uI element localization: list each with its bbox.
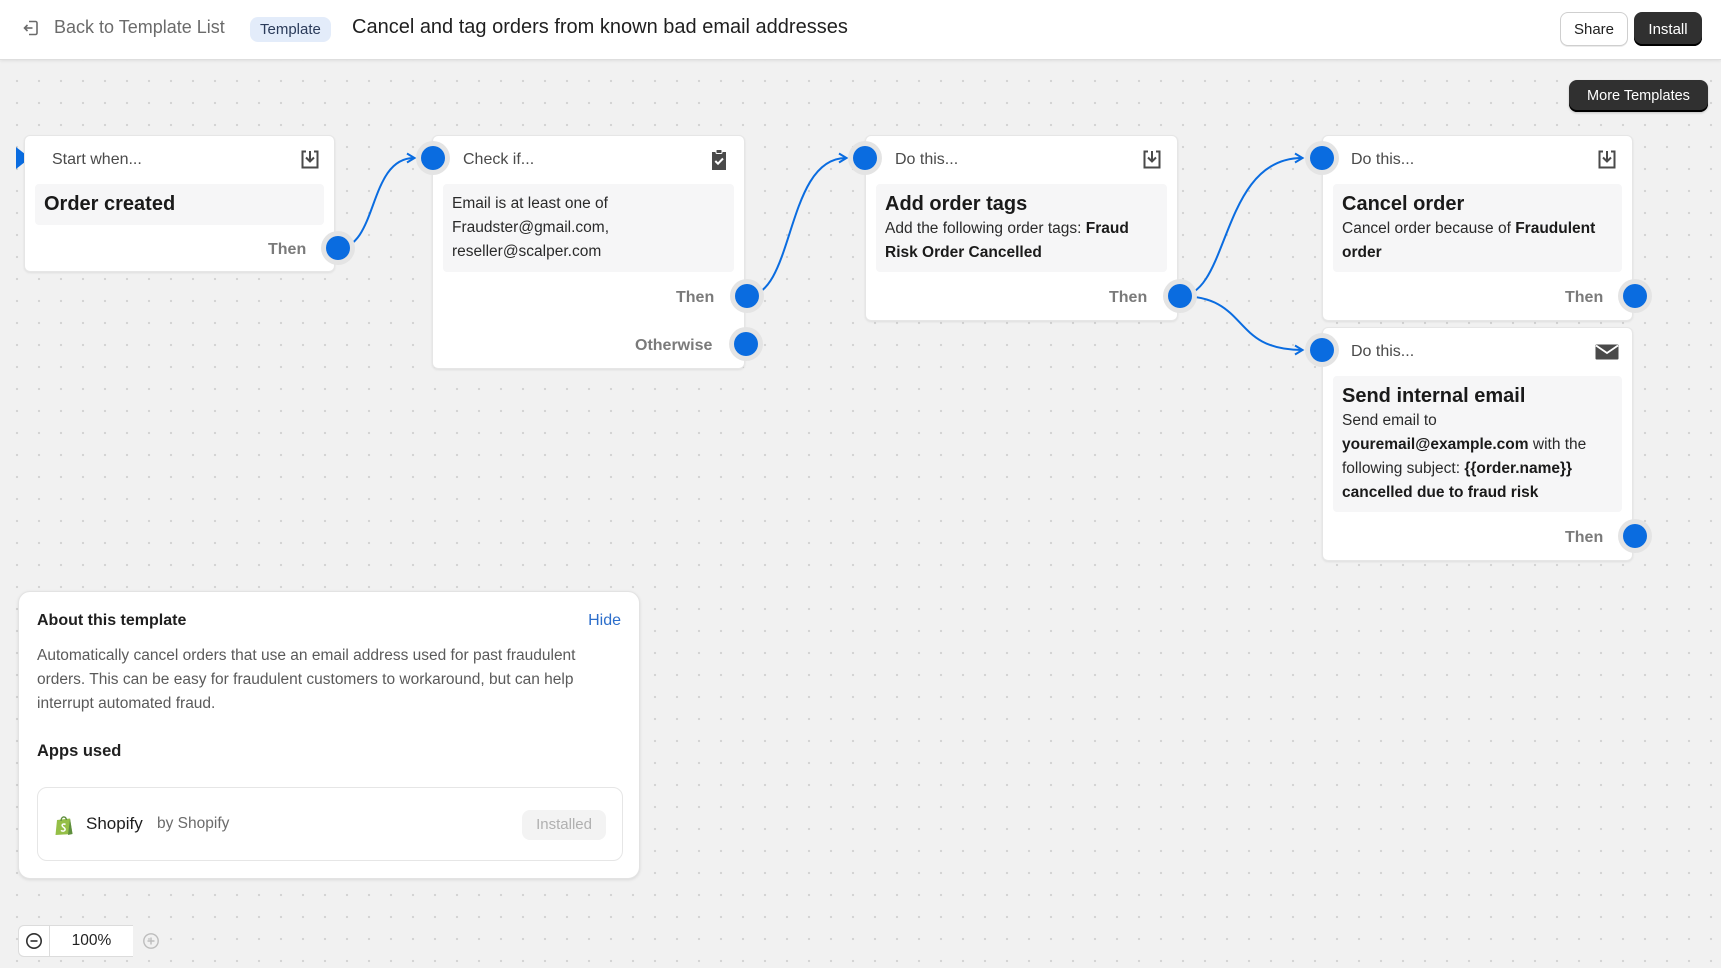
description-text: with the: [1532, 436, 1587, 453]
top-bar: Back to Template List Template Cancel an…: [0, 0, 1721, 60]
condition-email-2: reseller@scalper.com: [452, 243, 602, 260]
zoom-level: 100%: [50, 925, 133, 957]
zoom-in-button[interactable]: [135, 925, 167, 957]
output-port-then[interactable]: [1623, 524, 1647, 548]
recipient-email: youremail@example.com: [1342, 436, 1529, 453]
action-title: Add order tags: [885, 193, 1028, 215]
card-header: Do this...: [895, 151, 959, 168]
installed-status-button: Installed: [522, 810, 606, 840]
action-card-add-order-tags[interactable]: Do this... Add order tags Add the follow…: [865, 135, 1178, 321]
back-to-template-list-link[interactable]: Back to Template List: [22, 17, 225, 38]
about-template-panel: About this template Hide Automatically c…: [18, 591, 640, 879]
card-body: Email is at least one of Fraudster@gmail…: [443, 184, 734, 272]
card-header: Do this...: [1351, 343, 1415, 360]
app-name: Shopify: [86, 814, 143, 833]
card-body: Order created: [35, 184, 324, 225]
action-title: Send internal email: [1342, 385, 1526, 407]
about-title: About this template: [37, 612, 187, 629]
card-body: Cancel order Cancel order because of Fra…: [1333, 184, 1622, 272]
then-label: Then: [1565, 289, 1604, 306]
then-label: Then: [1109, 289, 1148, 306]
input-port[interactable]: [1310, 338, 1334, 362]
share-button[interactable]: Share: [1560, 12, 1628, 46]
download-tray-icon: [1140, 148, 1164, 172]
action-title: Cancel order: [1342, 193, 1465, 215]
minus-circle-icon: [26, 933, 42, 949]
action-card-send-internal-email[interactable]: Do this... Send internal email Send emai…: [1322, 327, 1633, 561]
tag-value-continued: Risk Order Cancelled: [885, 244, 1042, 261]
connector-start-to-check: [337, 152, 417, 249]
plus-circle-icon: [143, 933, 159, 949]
description-text: Cancel order because of: [1342, 220, 1511, 237]
action-description: Cancel order because of Fraudulent: [1342, 217, 1613, 241]
card-body: Send internal email Send email to yourem…: [1333, 376, 1622, 512]
tag-value: Fraud: [1085, 220, 1129, 237]
more-templates-button[interactable]: More Templates: [1569, 80, 1708, 112]
output-port-then[interactable]: [735, 284, 759, 308]
then-label: Then: [1565, 529, 1604, 546]
then-label: Then: [268, 241, 307, 258]
zoom-out-button[interactable]: [18, 925, 50, 957]
reason-value-continued: order: [1342, 244, 1382, 261]
output-port-otherwise[interactable]: [734, 332, 758, 356]
connector-tags-to-email: [1179, 295, 1305, 356]
condition-email-1: Fraudster@gmail.com,: [452, 219, 609, 236]
apps-used-heading: Apps used: [37, 742, 122, 760]
input-port[interactable]: [421, 146, 445, 170]
download-tray-icon: [298, 148, 322, 172]
shopify-bag-icon: [54, 814, 74, 841]
output-port-then[interactable]: [326, 236, 350, 260]
condition-card-check-email[interactable]: Check if... Email is at least one of Fra…: [432, 135, 745, 369]
subject-text: cancelled due to fraud risk: [1342, 484, 1539, 501]
subject-label: following subject:: [1342, 460, 1461, 477]
output-port-then[interactable]: [1168, 284, 1192, 308]
install-button[interactable]: Install: [1634, 12, 1702, 46]
connector-check-to-tags: [746, 152, 849, 297]
about-description: Automatically cancel orders that use an …: [37, 647, 576, 712]
hide-link[interactable]: Hide: [588, 612, 621, 629]
otherwise-label: Otherwise: [635, 337, 713, 354]
back-link-label: Back to Template List: [54, 17, 225, 37]
envelope-icon: [1594, 340, 1619, 364]
connector-tags-to-cancel: [1179, 152, 1305, 297]
zoom-control: 100%: [18, 925, 167, 957]
page-title: Cancel and tag orders from known bad ema…: [352, 16, 848, 38]
subject-variable: {{order.name}}: [1464, 460, 1573, 477]
template-badge: Template: [250, 17, 331, 42]
description-text: Add the following order tags:: [885, 220, 1082, 237]
condition-line: Email is at least one of: [452, 195, 608, 212]
download-tray-icon: [1595, 148, 1619, 172]
app-developer: by Shopify: [157, 815, 230, 832]
trigger-title: Order created: [44, 193, 176, 215]
action-card-cancel-order[interactable]: Do this... Cancel order Cancel order bec…: [1322, 135, 1633, 321]
input-port[interactable]: [1310, 146, 1334, 170]
card-header: Do this...: [1351, 151, 1415, 168]
input-port[interactable]: [853, 146, 877, 170]
clipboard-check-icon: [707, 148, 731, 172]
reason-value: Fraudulent: [1515, 220, 1596, 237]
card-header: Start when...: [52, 151, 142, 168]
then-label: Then: [676, 289, 715, 306]
app-row-shopify[interactable]: Shopify by Shopify Installed: [37, 787, 623, 861]
card-body: Add order tags Add the following order t…: [876, 184, 1167, 272]
card-header: Check if...: [463, 151, 535, 168]
exit-arrow-icon: [23, 20, 38, 35]
trigger-card-order-created[interactable]: Start when... Order created Then: [24, 135, 335, 272]
email-recipient-line: Send email to: [1342, 412, 1437, 429]
output-port-then[interactable]: [1623, 284, 1647, 308]
action-description: Add the following order tags: Fraud: [885, 217, 1158, 241]
